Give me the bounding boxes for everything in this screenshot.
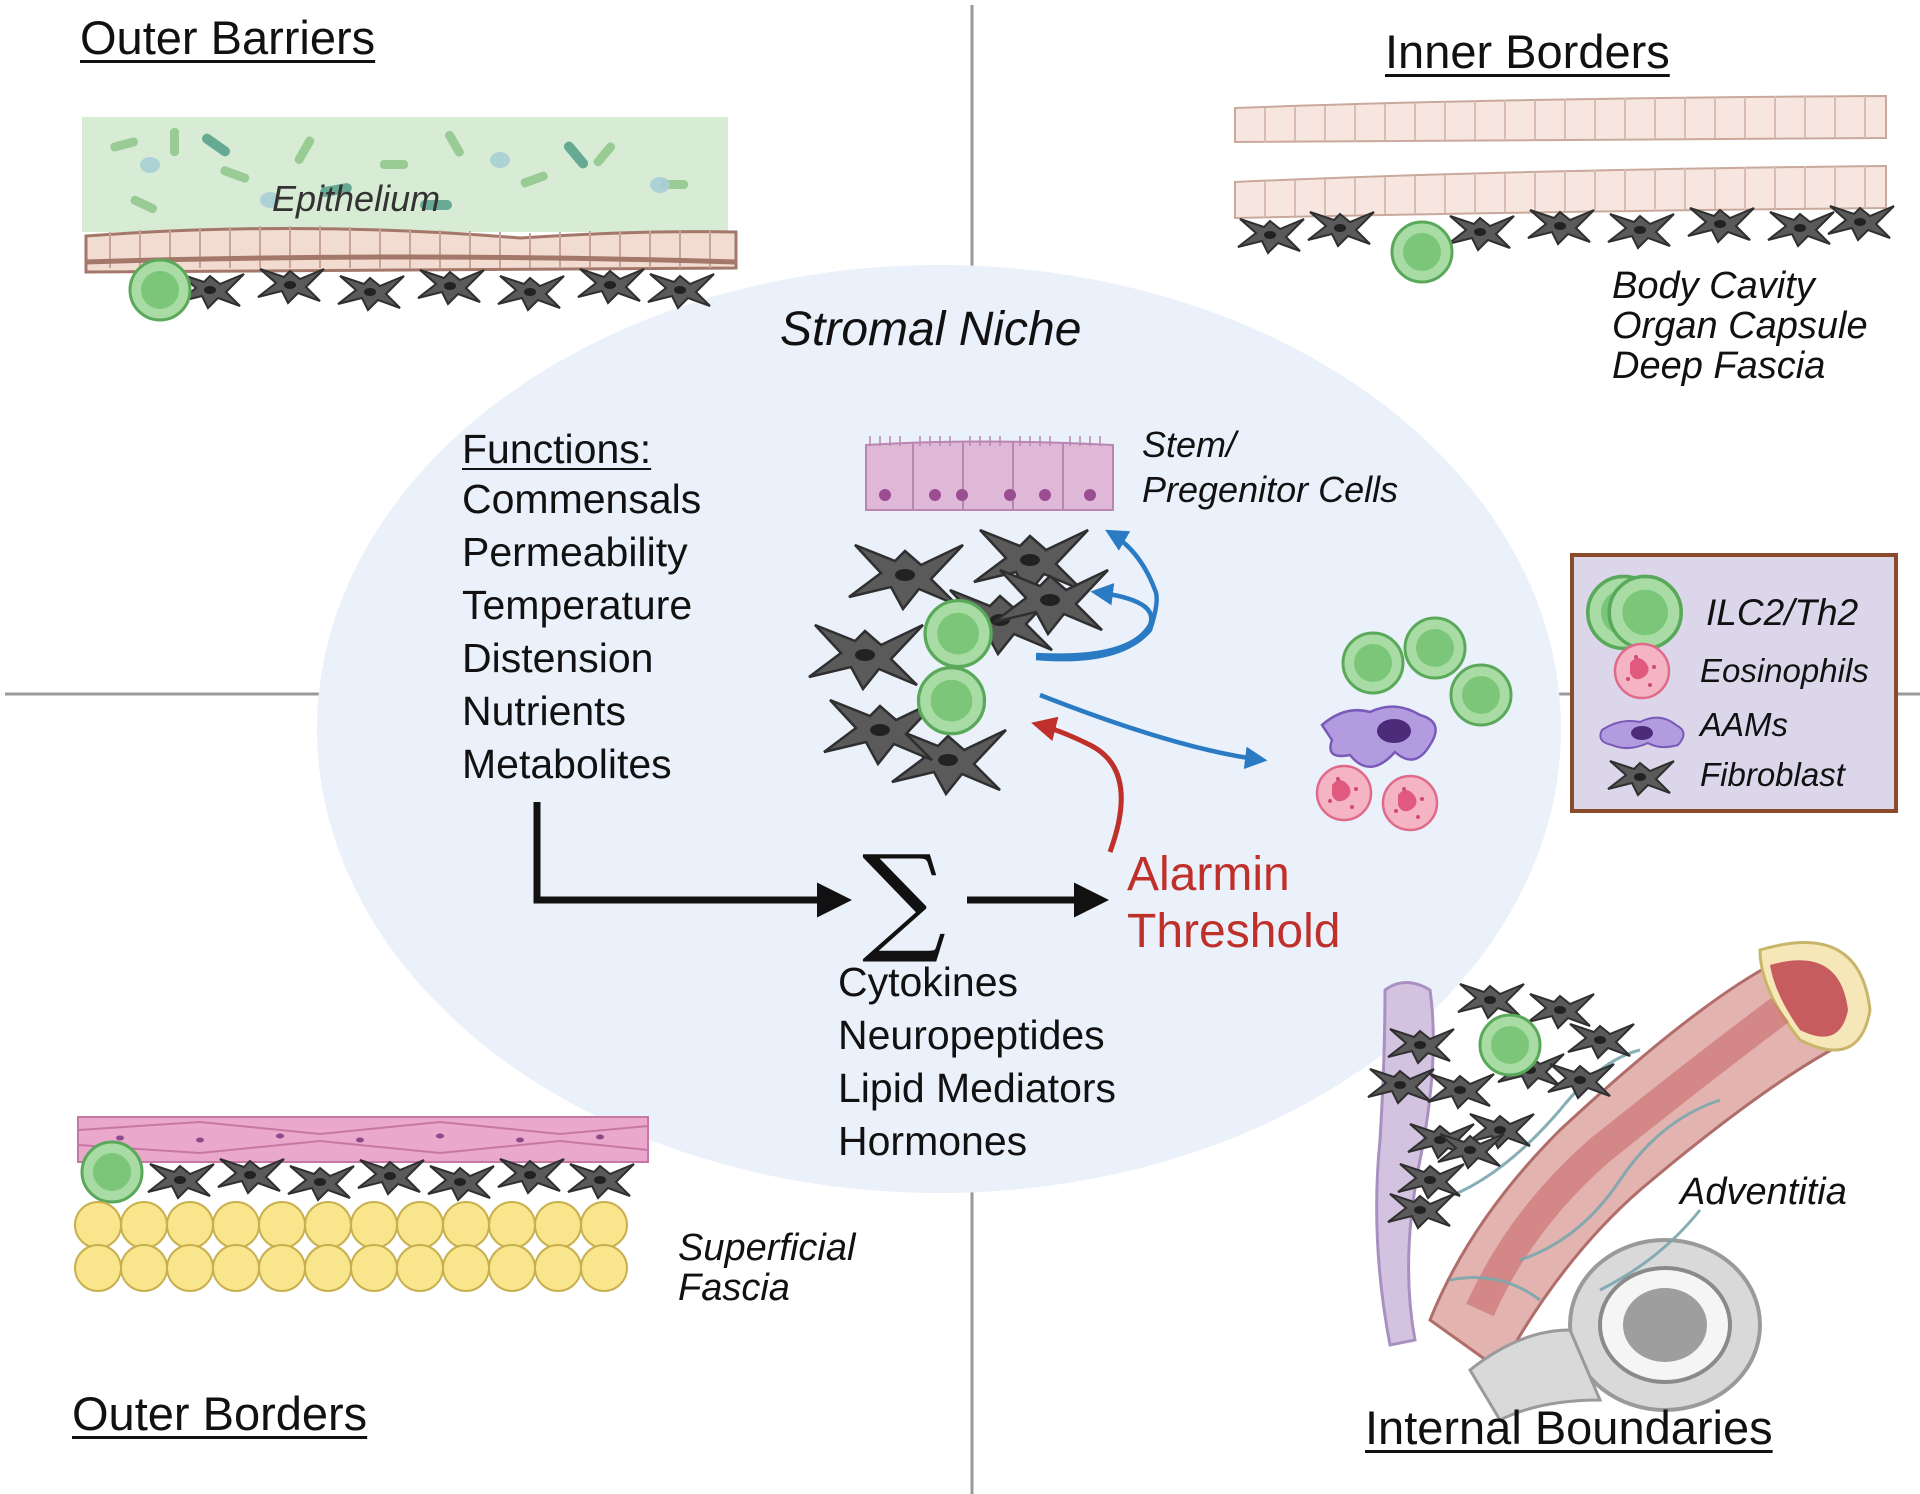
blue-arrow-to-fibroblast [1035, 583, 1154, 658]
function-temperature: Temperature [462, 582, 693, 628]
stem-progenitor-label: Stem/ Pregenitor Cells [1142, 422, 1398, 512]
superficial-fascia-illustration [74, 1116, 649, 1292]
stem-progenitor-cells-illustration [865, 436, 1114, 511]
ilc2-cell-icon [1586, 574, 1684, 651]
sum-symbol: ∑ [862, 829, 947, 967]
inner-borders-illustration [1234, 94, 1895, 284]
alarmin-threshold-label: Alarmin Threshold [1127, 846, 1340, 960]
progenitor-line: Pregenitor Cells [1142, 469, 1399, 510]
signal-lipid-mediators: Lipid Mediators [838, 1065, 1117, 1111]
legend-eosinophils-label: Eosinophils [1700, 652, 1869, 689]
threshold-line: Threshold [1127, 905, 1341, 958]
inner-borders-locations: Body Cavity Organ Capsule Deep Fascia [1612, 266, 1868, 386]
function-nutrients: Nutrients [462, 688, 627, 734]
macrophage-icon [1599, 716, 1685, 749]
alarmin-line: Alarmin [1127, 848, 1290, 901]
functions-to-sum-arrow [533, 802, 852, 918]
organ-capsule-label: Organ Capsule [1612, 305, 1868, 347]
legend-aams-label: AAMs [1700, 706, 1789, 743]
legend-icons [1586, 574, 1685, 796]
inner-borders-title: Inner Borders [1385, 25, 1670, 78]
epithelium-illustration [82, 117, 738, 322]
signal-neuropeptides: Neuropeptides [838, 1012, 1105, 1058]
signal-hormones: Hormones [838, 1118, 1028, 1164]
legend-ilc2-label: ILC2/Th2 [1706, 592, 1859, 633]
adventitia-label: Adventitia [1680, 1171, 1847, 1213]
function-metabolites: Metabolites [462, 741, 672, 787]
function-commensals: Commensals [462, 476, 702, 522]
body-cavity-label: Body Cavity [1612, 265, 1815, 307]
blue-arrow-to-stem [1035, 529, 1159, 662]
internal-boundaries-title: Internal Boundaries [1365, 1401, 1773, 1454]
outer-barriers-title: Outer Barriers [80, 11, 376, 64]
functions-list: Functions: Commensals Permeability Tempe… [462, 426, 701, 791]
function-distension: Distension [462, 635, 654, 681]
alarmin-feedback-arrow [1031, 716, 1124, 853]
function-permeability: Permeability [462, 529, 688, 575]
legend-fibroblast-label: Fibroblast [1700, 756, 1845, 793]
adventitia-illustration [1367, 941, 1872, 1422]
superficial-fascia-line-1: Superficial [678, 1227, 856, 1269]
signal-cytokines: Cytokines [838, 959, 1019, 1005]
signals-list: Cytokines Neuropeptides Lipid Mediators … [838, 956, 1116, 1168]
eosinophil-icon [1613, 642, 1671, 700]
functions-title: Functions: [462, 426, 652, 472]
outer-borders-title: Outer Borders [72, 1387, 368, 1440]
epithelium-label: Epithelium [272, 178, 441, 219]
stromal-niche-title: Stromal Niche [780, 303, 1082, 356]
superficial-fascia-line-2: Fascia [678, 1267, 790, 1309]
stem-line: Stem/ [1142, 424, 1237, 465]
effector-cells-cluster [1315, 616, 1513, 832]
blue-arrow-to-effectors [1039, 692, 1268, 770]
superficial-fascia-label: Superficial Fascia [678, 1228, 855, 1308]
deep-fascia-label: Deep Fascia [1612, 345, 1826, 387]
